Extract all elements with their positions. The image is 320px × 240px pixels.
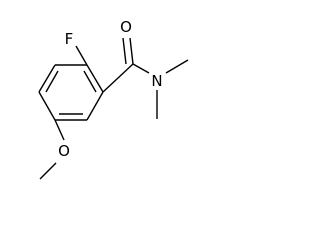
benzene-ring	[38, 64, 104, 121]
nitrogen-methyl-bond	[165, 59, 189, 74]
carbonyl-oxygen-atom-label: O	[120, 18, 132, 36]
ring-double-bond-inner	[45, 70, 59, 93]
molecule-drawing: F O N O	[38, 18, 189, 180]
amide-nitrogen-atom-label: N	[151, 72, 162, 90]
carbon-fluorine-bond	[75, 45, 88, 66]
ring-carbonyl-bond	[102, 63, 134, 93]
carbonyl-double-bond	[129, 37, 134, 65]
carbonyl-nitrogen-bond	[132, 63, 150, 74]
ring-bond	[38, 64, 56, 93]
ring-double-bond-inner	[83, 70, 97, 93]
ether-oxygen-atom-label: O	[58, 142, 70, 160]
ring-bond	[86, 64, 104, 93]
ring-bond	[38, 91, 56, 121]
ring-bond	[86, 91, 104, 121]
ether-methyl-bond	[39, 162, 57, 180]
chemical-structure: F O N O	[38, 18, 189, 180]
carbonyl-double-bond	[122, 37, 127, 65]
ring-ether-bond	[54, 119, 65, 141]
fluorine-atom-label: F	[65, 30, 74, 48]
